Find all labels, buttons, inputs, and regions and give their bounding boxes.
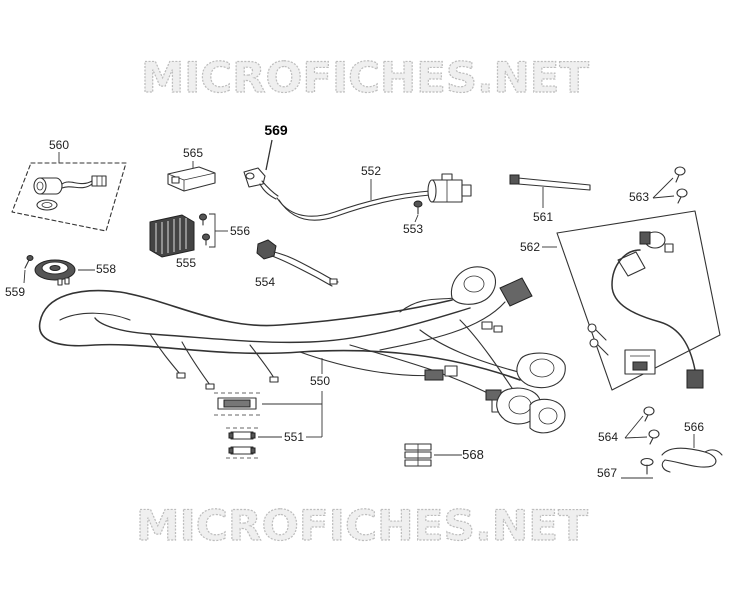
part-554-group: 554 — [255, 239, 339, 289]
part-558-horn — [34, 259, 76, 286]
part-556-group: 556 — [199, 213, 250, 248]
part-569-group: 569 — [243, 122, 288, 200]
callout-563: 563 — [629, 190, 649, 204]
callout-567: 567 — [597, 466, 617, 480]
leader-bracket-556 — [209, 213, 216, 248]
part-561-group: 561 — [509, 174, 591, 224]
callout-566: 566 — [684, 420, 704, 434]
callout-559: 559 — [5, 285, 25, 299]
part-550-wire-harness — [38, 266, 566, 434]
leader-line-563-a — [652, 177, 674, 199]
part-556-screw-a — [199, 213, 207, 226]
part-559-group: 559 — [5, 255, 34, 299]
callout-553: 553 — [403, 222, 423, 236]
part-568-fuse-set — [404, 443, 432, 467]
part-550-group: 550 — [38, 266, 566, 437]
leader-line-563-b — [652, 195, 675, 199]
part-560-group: 560 — [11, 138, 127, 232]
part-563-screw-a — [674, 166, 686, 183]
callout-561: 561 — [533, 210, 553, 224]
callout-565: 565 — [183, 146, 203, 160]
part-551-group: 551 — [226, 427, 322, 459]
leader-line-559 — [23, 269, 26, 284]
part-564-screw-a — [643, 406, 655, 422]
part-565-cdi-unit — [167, 166, 216, 192]
callout-568: 568 — [462, 447, 484, 462]
callout-551: 551 — [284, 430, 304, 444]
callout-554: 554 — [255, 275, 275, 289]
part-552-cable — [276, 190, 431, 217]
part-564-group: 564 — [598, 406, 660, 445]
part-569-switch — [243, 167, 279, 200]
part-562-outline-box — [556, 210, 721, 391]
part-558-group: 558 — [34, 259, 116, 286]
part-556-screw-b — [202, 233, 210, 246]
part-563-screw-b — [676, 188, 688, 204]
callout-556: 556 — [230, 224, 250, 238]
callout-555: 555 — [176, 256, 196, 270]
callout-562: 562 — [520, 240, 540, 254]
part-560-dashed-box — [11, 162, 127, 232]
callout-560: 560 — [49, 138, 69, 152]
part-552-group: 552 — [276, 164, 472, 221]
part-567-screw — [640, 457, 654, 475]
part-560-grommet — [36, 199, 58, 211]
part-550-fuse-holder — [214, 392, 262, 416]
part-554-switch — [256, 239, 339, 287]
part-555-group: 555 — [149, 214, 196, 270]
leader-line-569 — [265, 139, 273, 171]
part-553-screw — [413, 200, 423, 215]
part-563-group: 563 — [629, 166, 688, 204]
part-552-coil — [427, 173, 472, 203]
part-566-wire — [661, 447, 723, 473]
leader-line-564-b — [624, 436, 648, 439]
part-553-group: 553 — [403, 200, 423, 236]
part-568-group: 568 — [404, 443, 484, 467]
part-565-group: 565 — [167, 146, 216, 192]
part-562-group: 562 — [520, 210, 721, 391]
callout-564: 564 — [598, 430, 618, 444]
part-566-group: 566 — [661, 420, 723, 473]
watermark-bottom: MICROFICHES.NET — [136, 501, 588, 550]
callout-569: 569 — [264, 122, 288, 138]
callout-550: 550 — [310, 374, 330, 388]
part-555-regulator — [149, 214, 195, 258]
callout-552: 552 — [361, 164, 381, 178]
callout-558: 558 — [96, 262, 116, 276]
part-551-fuses — [226, 427, 258, 459]
part-559-bolt — [24, 255, 34, 269]
watermark-top: MICROFICHES.NET — [141, 53, 589, 102]
leader-line-553 — [414, 214, 419, 223]
part-562-lock-set — [587, 231, 704, 389]
part-564-screw-b — [648, 429, 660, 445]
part-561-cable-tie — [509, 174, 591, 191]
leader-line-564-a — [624, 415, 644, 439]
part-560-coil — [33, 175, 107, 195]
part-567-group: 567 — [597, 457, 654, 480]
